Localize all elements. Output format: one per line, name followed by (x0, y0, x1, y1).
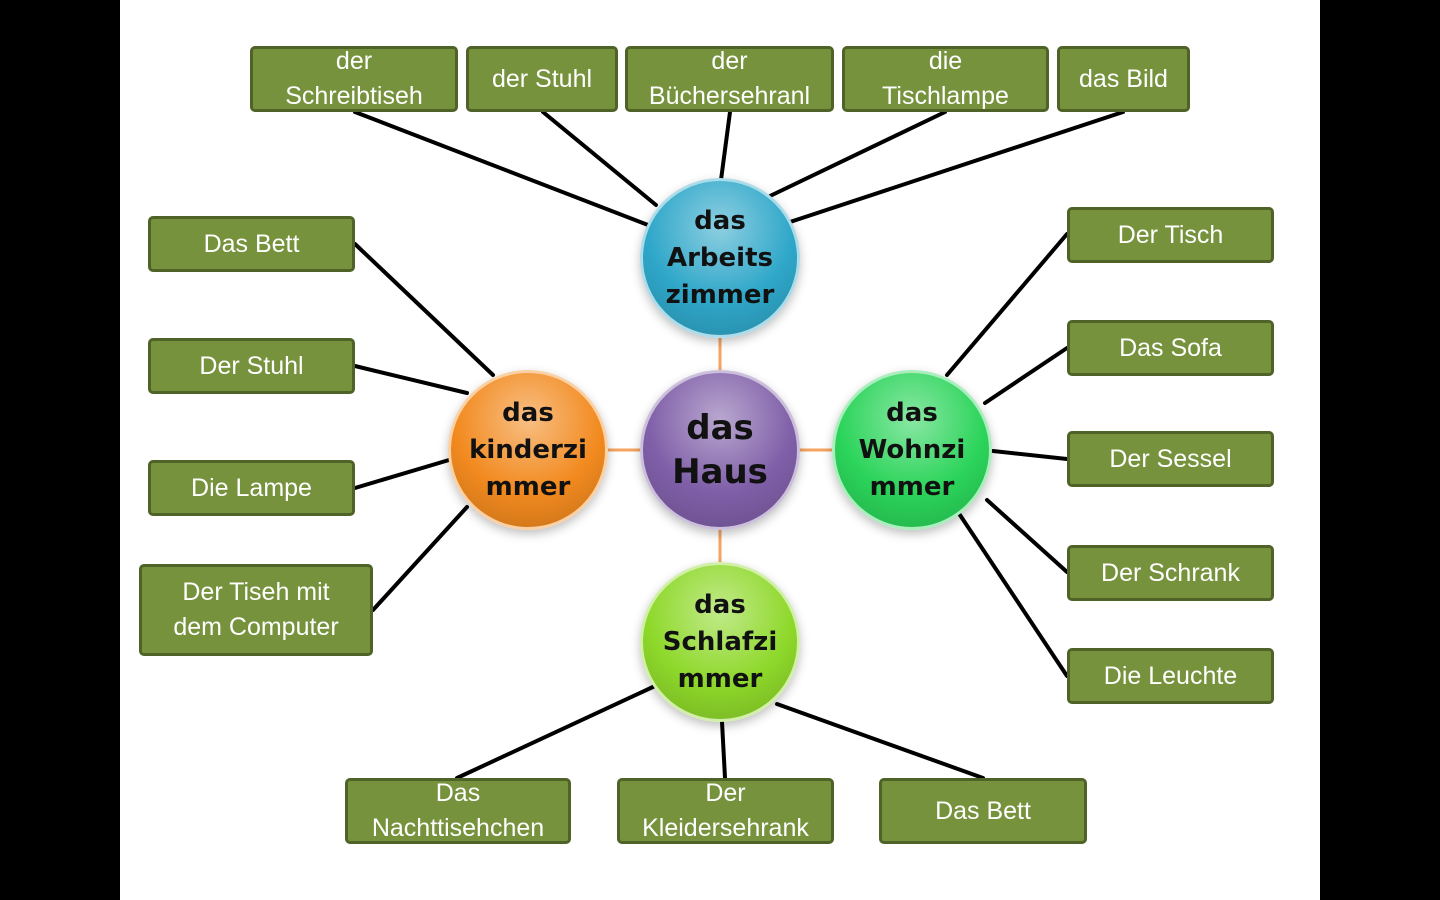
box-der-tisch: Der Tisch (1067, 207, 1274, 263)
box-der-stuhl-kinderzimmer: Der Stuhl (148, 338, 355, 394)
box-das-sofa: Das Sofa (1067, 320, 1274, 376)
box-der-schrank: Der Schrank (1067, 545, 1274, 601)
box-das-bild: das Bild (1057, 46, 1190, 112)
center-circle-das-haus: das Haus (640, 370, 800, 530)
spoke-tisch-computer (371, 505, 469, 612)
box-die-leuchte: Die Leuchte (1067, 648, 1274, 704)
box-das-nachttischchen: Das Nachttisehchen (345, 778, 571, 844)
spoke-nachttischchen (455, 684, 657, 780)
spoke-schreibtisch (353, 110, 650, 227)
spoke-bett-schlafzimmer (775, 702, 985, 780)
spoke-stuhl-arbeitszimmer (541, 110, 658, 207)
box-der-tisch-mit-computer: Der Tiseh mit dem Computer (139, 564, 373, 656)
spoke-lampe (353, 458, 451, 490)
box-das-bett-schlafzimmer: Das Bett (879, 778, 1087, 844)
spoke-leuchte (954, 507, 1069, 678)
spoke-sessel (991, 449, 1069, 461)
spoke-tisch (945, 232, 1069, 377)
spoke-sofa (983, 346, 1069, 405)
box-der-buecherschrank: der Büchersehranl (625, 46, 834, 112)
box-der-schreibtisch: der Schreibtiseh (250, 46, 458, 112)
hub-circle-schlafzimmer: das Schlafzi mmer (640, 562, 800, 722)
box-die-lampe: Die Lampe (148, 460, 355, 516)
hub-circle-arbeitszimmer: das Arbeits zimmer (640, 178, 800, 338)
hub-label-kinderzimmer: das kinderzi mmer (469, 397, 587, 502)
spoke-kleiderschrank (720, 720, 727, 780)
box-der-stuhl-arbeitszimmer: der Stuhl (466, 46, 618, 112)
hub-label-schlafzimmer: das Schlafzi mmer (662, 589, 778, 694)
box-das-bett-kinderzimmer: Das Bett (148, 216, 355, 272)
hub-circle-kinderzimmer: das kinderzi mmer (448, 370, 608, 530)
spoke-stuhl-kinderzimmer (353, 364, 469, 395)
spoke-buecherschrank (719, 110, 732, 182)
box-der-sessel: Der Sessel (1067, 431, 1274, 487)
hub-label-wohnzimmer: das Wohnzi mmer (858, 397, 966, 502)
hub-label-arbeitszimmer: das Arbeits zimmer (665, 205, 775, 310)
hub-circle-wohnzimmer: das Wohnzi mmer (832, 370, 992, 530)
center-label: das Haus (672, 408, 768, 492)
spoke-tischlampe (768, 110, 947, 198)
box-die-tischlampe: die Tischlampe (842, 46, 1049, 112)
spoke-schrank (985, 498, 1069, 574)
spoke-bild (788, 110, 1125, 224)
box-der-kleiderschrank: Der Kleidersehrank (617, 778, 834, 844)
spoke-bett-kinderzimmer (353, 242, 495, 377)
